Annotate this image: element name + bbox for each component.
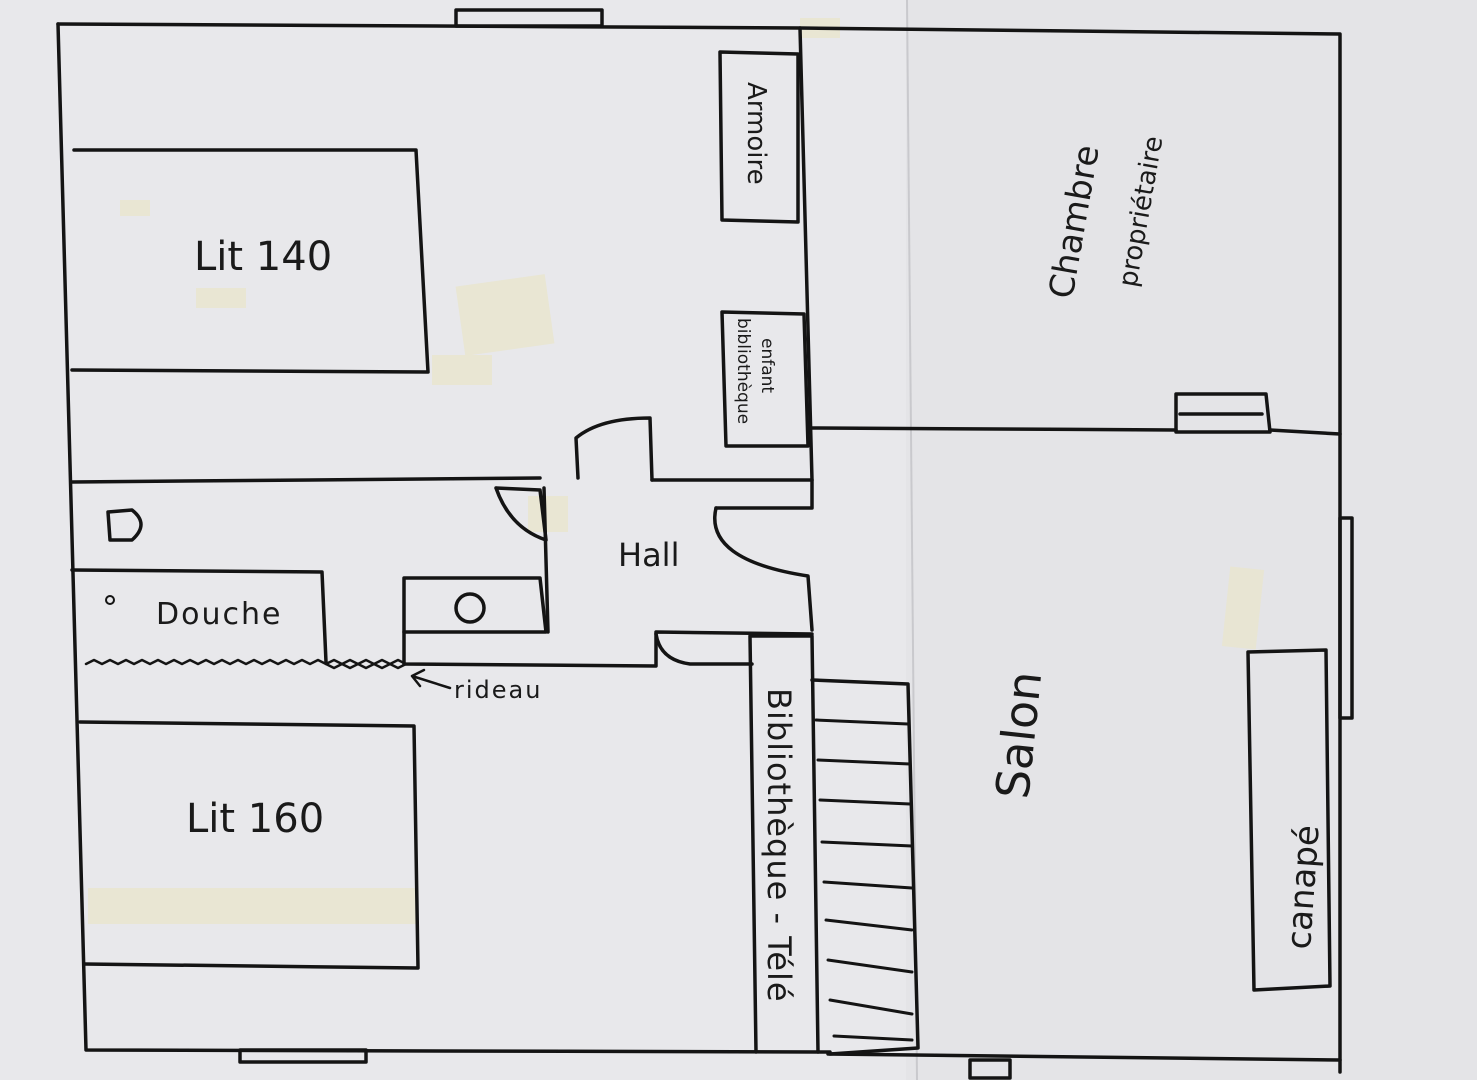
- window-top: [454, 8, 604, 28]
- wc-box: [402, 576, 548, 634]
- window-right: [1338, 516, 1354, 720]
- sink: [454, 592, 486, 624]
- door-hall-top: [574, 416, 654, 482]
- door-chambre: [1174, 392, 1272, 434]
- paper-sheet-right: [906, 0, 1477, 1080]
- wall-wc-bath: [70, 568, 328, 664]
- library-tv-outline: [748, 634, 820, 1054]
- door-hall-right: [713, 506, 814, 632]
- shower-curtain: [84, 658, 408, 666]
- sofa-outline: [1246, 648, 1332, 992]
- label-bed-160: Lit 160: [186, 796, 324, 842]
- label-sofa: canapé: [1279, 824, 1328, 951]
- label-library-tv: Bibliothèque - Télé: [760, 688, 798, 1003]
- bed-140-outline: [70, 148, 430, 374]
- wall-chambre-salon: [810, 426, 1178, 432]
- tape-patches: [88, 18, 1265, 924]
- label-shower: Douche: [156, 597, 282, 632]
- label-wardrobe: Armoire: [741, 82, 771, 185]
- outer-wall-bottom-right: [826, 1052, 1342, 1062]
- stairs-outline: [810, 678, 920, 1056]
- label-living-room: Salon: [985, 669, 1052, 801]
- kids-library-outline: [720, 310, 810, 448]
- wall-bedroom-corridor: [70, 476, 542, 484]
- label-bed-140: Lit 140: [194, 234, 332, 280]
- wall-bedroom-corridor-2: [650, 478, 814, 510]
- outer-wall-top-right: [798, 26, 1342, 1074]
- curtain-arrow: [410, 668, 452, 690]
- walls-and-furniture: [56, 8, 1354, 1080]
- shower-curtain-right: [324, 662, 408, 670]
- hall-left-wall: [542, 486, 550, 634]
- outer-wall-left-side: [56, 22, 832, 1054]
- label-kids-library: bibliothèque: [733, 318, 753, 424]
- bath-bottom-wall: [402, 630, 814, 668]
- window-bottom-left: [238, 1048, 368, 1064]
- bed-160-outline: [78, 720, 420, 970]
- label-kids-library-2: enfant: [757, 338, 777, 393]
- toilet: [106, 508, 143, 542]
- wall-chambre-salon-2: [1268, 428, 1342, 436]
- label-curtain: rideau: [454, 676, 542, 704]
- window-bottom-right: [968, 1058, 1012, 1080]
- stairs-steps: [814, 718, 914, 1042]
- label-hall: Hall: [618, 536, 679, 574]
- wardrobe-outline: [718, 50, 800, 224]
- shower-drain: [105, 595, 115, 605]
